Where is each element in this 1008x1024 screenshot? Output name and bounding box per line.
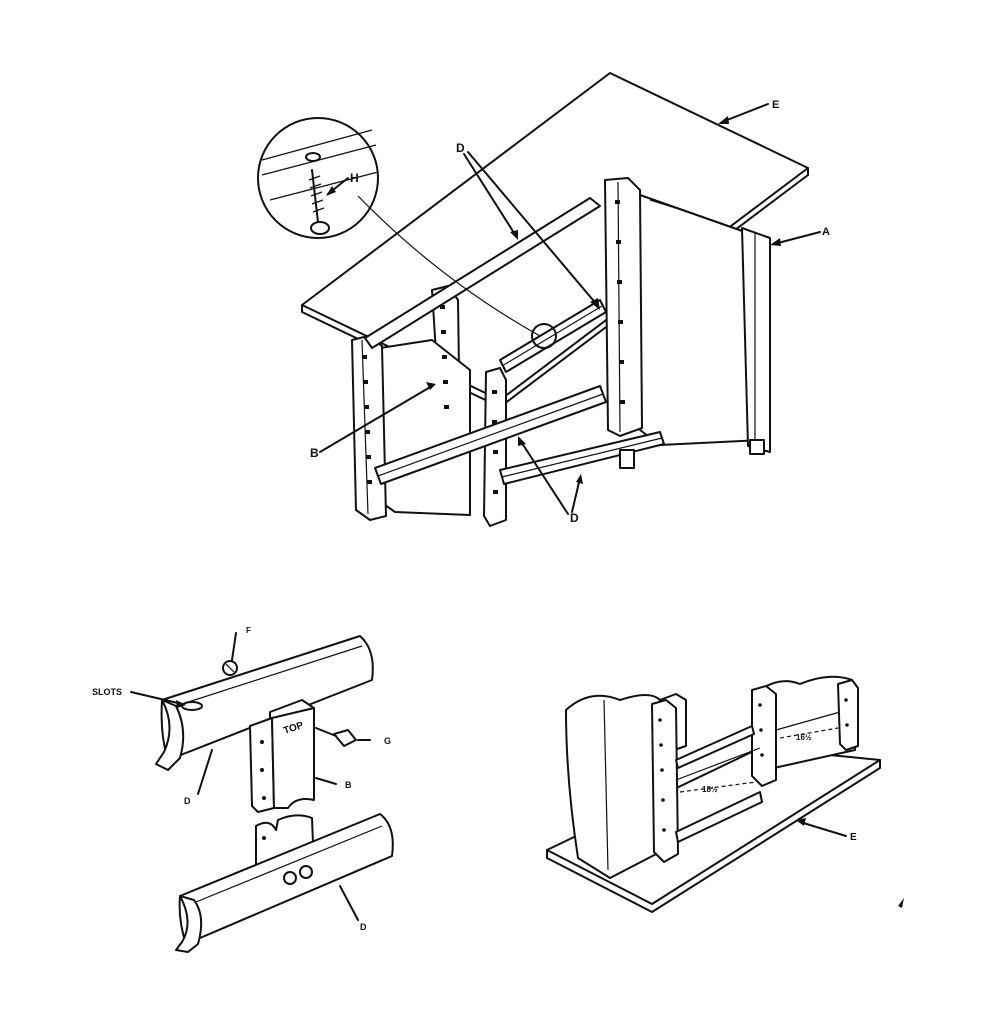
label-f: F [246,626,251,635]
main-assembly: E A D H B D [257,72,830,527]
detail-circle-h [257,117,557,349]
rail-d-bottom [499,431,665,485]
cabinet-rear-panel [377,339,471,516]
rail-d-upper-right [499,299,607,373]
screw-f [222,660,238,676]
upright-middle [483,367,507,527]
cabinet-feet [619,439,765,469]
callout-circle [531,323,557,349]
end-panel-a [741,227,771,453]
detail-left-leaders [130,632,371,921]
upright-right-front [604,177,643,437]
stray-mark [898,898,904,908]
base-upright-holes [658,698,849,832]
detail-rail-d-upper [155,635,374,771]
main-leaders [319,103,821,515]
rail-upper-back [364,197,601,349]
base-uprights [651,679,859,863]
label-e-main: E [772,99,779,111]
detail-right: 16½ 18½ E [546,675,881,913]
label-a-main: A [822,226,830,238]
label-d-detail-lower: D [360,922,367,932]
label-b-detail: B [345,780,352,790]
detail-upright-b [249,707,315,813]
label-dim-width: 18½ [702,785,718,794]
base-rails [675,711,841,843]
label-e-base: E [850,832,857,843]
label-slots: SLOTS [92,687,122,697]
label-d-bottom: D [570,511,579,525]
upright-holes [362,200,625,494]
base-dimensions [679,727,839,793]
label-g: G [384,736,391,746]
upright-left-front [351,335,387,521]
detail-left: F SLOTS G B D D TOP [92,626,394,953]
label-dim-depth: 16½ [796,733,812,742]
detail-rail-d-lower [175,813,394,953]
bolt-g [315,727,357,747]
base-side-left [565,694,665,879]
label-d-top: D [456,141,465,155]
label-b-main: B [310,446,319,460]
rail-d-lower-front [374,385,607,485]
label-d-detail-upper: D [184,796,191,806]
bolt-g-icon [333,729,357,747]
label-h: H [350,171,359,185]
